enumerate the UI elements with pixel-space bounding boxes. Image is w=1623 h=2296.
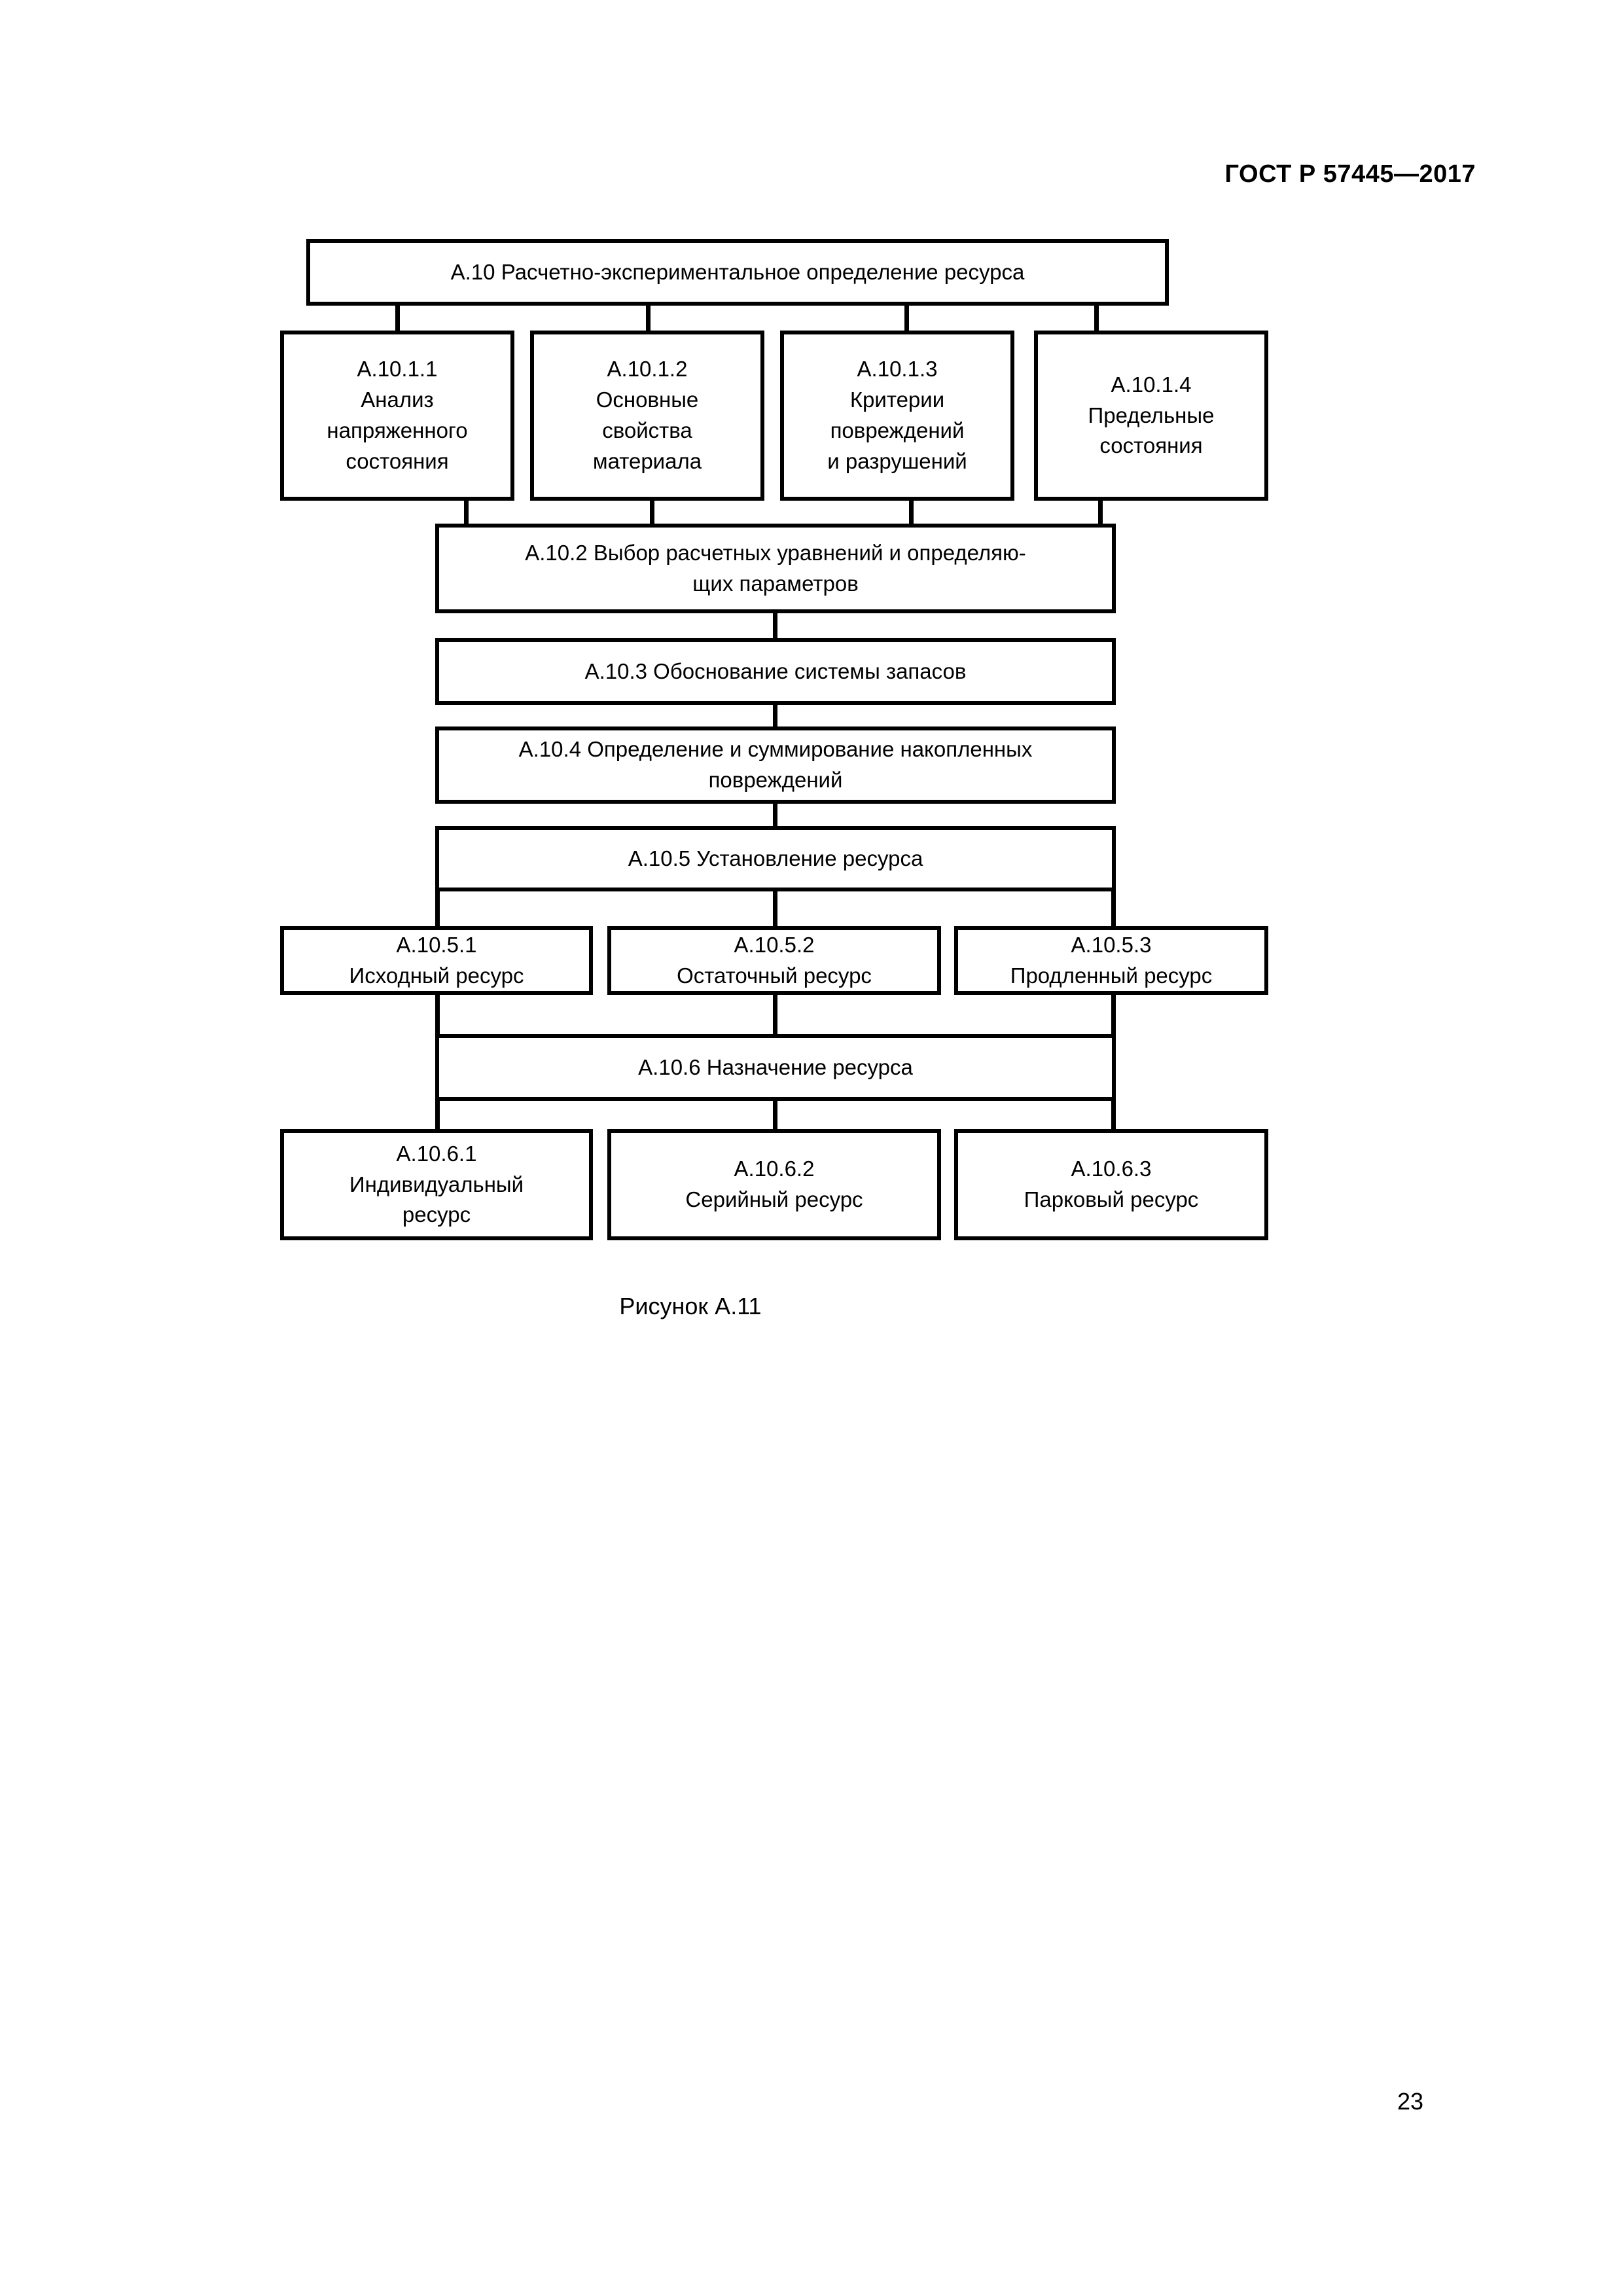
node-a10-6-3-label: А.10.6.3 Парковый ресурс xyxy=(1024,1157,1199,1211)
connector-a1014-to-a102 xyxy=(1098,499,1103,526)
node-a10-5[interactable]: А.10.5 Установление ресурса xyxy=(435,826,1116,891)
figure-caption: Рисунок А.11 xyxy=(0,1293,1623,1320)
node-a10-5-3[interactable]: А.10.5.3 Продленный ресурс xyxy=(954,926,1268,995)
node-a10-6-2[interactable]: А.10.6.2 Серийный ресурс xyxy=(607,1129,941,1240)
node-a10-1-2-label: А.10.1.2 Основные свойства материала xyxy=(592,357,702,473)
node-a10-6-1[interactable]: А.10.6.1 Индивидуальный ресурс xyxy=(280,1129,593,1240)
connector-a105-to-a1053 xyxy=(1111,889,1116,927)
node-a10-6-3[interactable]: А.10.6.3 Парковый ресурс xyxy=(954,1129,1268,1240)
connector-a10-to-a1013 xyxy=(904,304,909,332)
figure-caption-text: Рисунок А.11 xyxy=(619,1293,762,1319)
connector-a103-to-a104 xyxy=(773,703,777,729)
connector-a105-to-a1052 xyxy=(773,889,777,927)
node-a10-1-1-label: А.10.1.1 Анализ напряженного состояния xyxy=(327,357,468,473)
node-a10-1-3-label: А.10.1.3 Критерии повреждений и разрушен… xyxy=(827,357,967,473)
connector-a105-to-a1051 xyxy=(435,889,440,927)
node-a10-1-4-label: А.10.1.4 Предельные состояния xyxy=(1088,372,1215,458)
node-a10-4[interactable]: А.10.4 Определение и суммирование накопл… xyxy=(435,726,1116,804)
node-a10-2[interactable]: А.10.2 Выбор расчетных уравнений и опред… xyxy=(435,524,1116,613)
node-a10-3-label: А.10.3 Обоснование системы запасов xyxy=(584,658,967,683)
node-a10-6-2-label: А.10.6.2 Серийный ресурс xyxy=(685,1157,863,1211)
connector-a10-to-a1011 xyxy=(395,304,400,332)
connector-a1052-to-a106 xyxy=(773,993,777,1036)
node-a10-5-1-label: А.10.5.1 Исходный ресурс xyxy=(349,932,524,988)
node-a10-2-label: А.10.2 Выбор расчетных уравнений и опред… xyxy=(525,540,1026,596)
connector-a10-to-a1014 xyxy=(1094,304,1099,332)
connector-a104-to-a105 xyxy=(773,802,777,828)
connector-a106-to-a1061 xyxy=(435,1099,440,1131)
node-a10-5-1[interactable]: А.10.5.1 Исходный ресурс xyxy=(280,926,593,995)
standard-header: ГОСТ Р 57445—2017 xyxy=(1224,160,1476,188)
node-a10-5-3-label: А.10.5.3 Продленный ресурс xyxy=(1010,932,1213,988)
node-a10-3[interactable]: А.10.3 Обоснование системы запасов xyxy=(435,638,1116,705)
connector-a1053-to-a106 xyxy=(1111,993,1116,1036)
node-a10-1-4[interactable]: А.10.1.4 Предельные состояния xyxy=(1034,331,1268,501)
node-a10-6-1-label: А.10.6.1 Индивидуальный ресурс xyxy=(349,1141,524,1227)
page-number: 23 xyxy=(1397,2088,1424,2115)
connector-a1051-to-a106 xyxy=(435,993,440,1036)
node-a10-6[interactable]: А.10.6 Назначение ресурса xyxy=(435,1034,1116,1101)
connector-a106-to-a1063 xyxy=(1111,1099,1116,1131)
node-a10-1-2[interactable]: А.10.1.2 Основные свойства материала xyxy=(530,331,764,501)
connector-a1013-to-a102 xyxy=(909,499,914,526)
node-a10-6-label: А.10.6 Назначение ресурса xyxy=(638,1054,913,1079)
node-a10-1-3[interactable]: А.10.1.3 Критерии повреждений и разрушен… xyxy=(780,331,1014,501)
connector-a1012-to-a102 xyxy=(650,499,654,526)
node-a10-4-label: А.10.4 Определение и суммирование накопл… xyxy=(518,737,1033,792)
node-a10-1-1[interactable]: А.10.1.1 Анализ напряженного состояния xyxy=(280,331,514,501)
node-a10-5-2[interactable]: А.10.5.2 Остаточный ресурс xyxy=(607,926,941,995)
node-a10[interactable]: A.10 Расчетно-экспериментальное определе… xyxy=(306,239,1169,306)
figure-a11-flowchart: A.10 Расчетно-экспериментальное определе… xyxy=(280,239,1268,1240)
node-a10-5-2-label: А.10.5.2 Остаточный ресурс xyxy=(677,932,872,988)
connector-a1011-to-a102 xyxy=(464,499,469,526)
connector-a102-to-a103 xyxy=(773,611,777,640)
node-a10-label: A.10 Расчетно-экспериментальное определе… xyxy=(450,259,1025,284)
connector-a106-to-a1062 xyxy=(773,1099,777,1131)
node-a10-5-label: А.10.5 Установление ресурса xyxy=(628,846,923,870)
connector-a10-to-a1012 xyxy=(646,304,651,332)
